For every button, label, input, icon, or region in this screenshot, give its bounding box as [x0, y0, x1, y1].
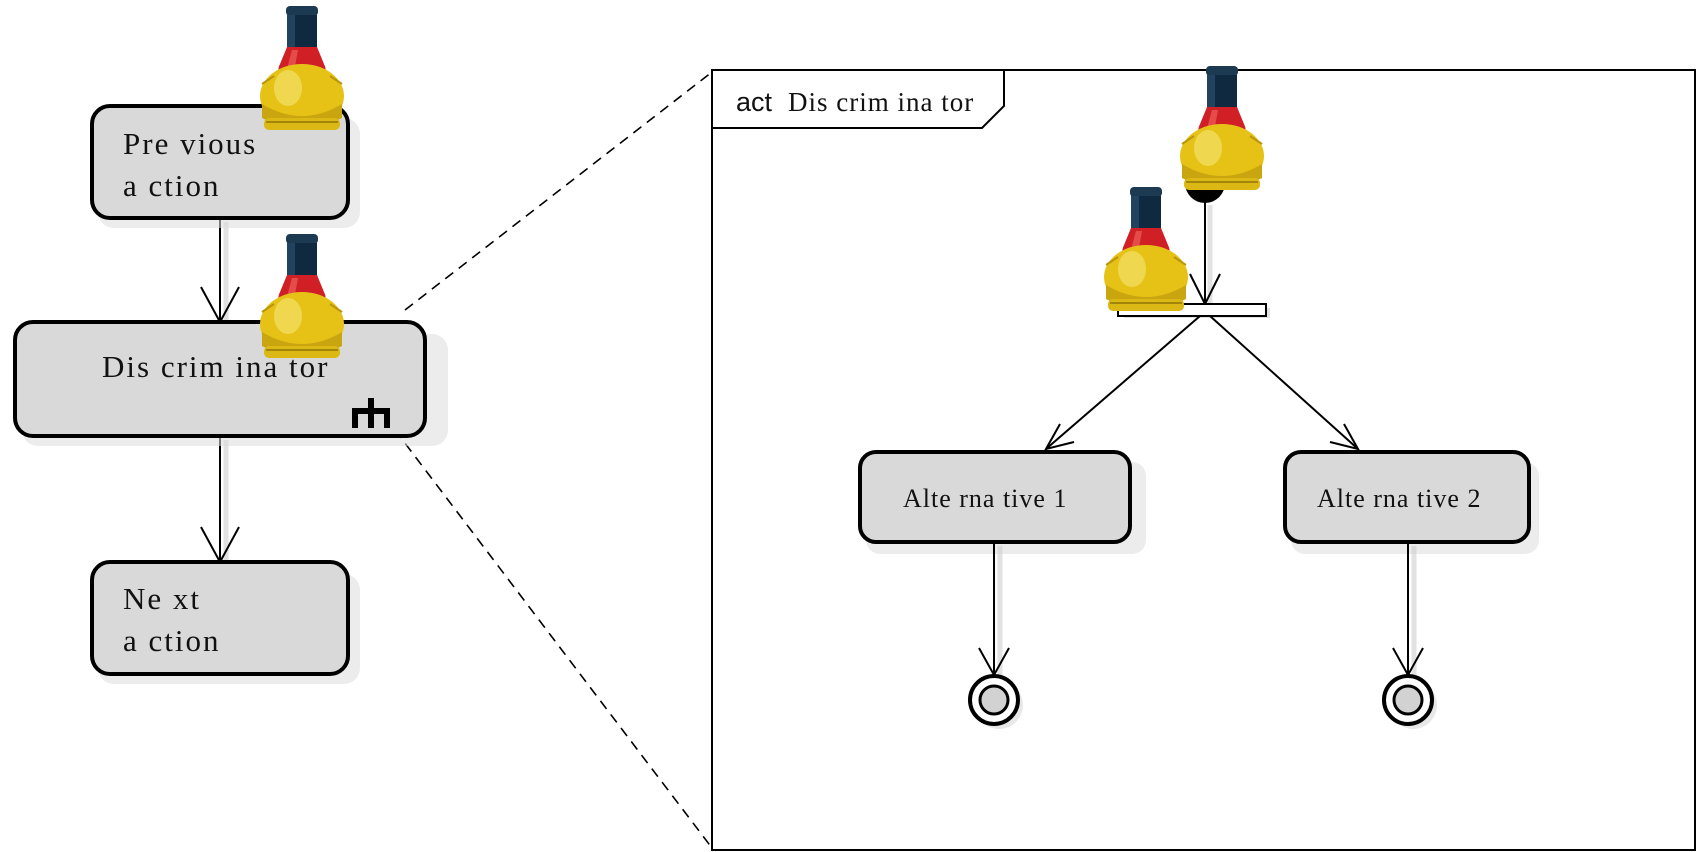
- next-action-label-line2: a ction: [123, 623, 221, 658]
- arrowhead: [1043, 423, 1075, 451]
- previous-action-label-line2: a ction: [123, 168, 221, 203]
- previous-action-label-line1: Pre vious: [123, 126, 257, 161]
- frame-kind-label: act: [736, 87, 773, 117]
- arrowhead: [1329, 423, 1361, 451]
- alternative-2-node[interactable]: Alte rna tive 2: [1283, 450, 1539, 554]
- edge-to-alternative-2: [1209, 315, 1359, 450]
- alternative-1-label: Alte rna tive 1: [903, 484, 1067, 513]
- bottle-icon: [259, 233, 345, 359]
- zoom-line-bottom: [394, 429, 713, 849]
- next-action-node[interactable]: Ne xt a ction: [90, 560, 360, 684]
- previous-action-node[interactable]: Pre vious a ction: [90, 104, 360, 228]
- alternative-2-label: Alte rna tive 2: [1317, 484, 1481, 513]
- bottle-icon: [259, 5, 345, 131]
- alternative-1-node[interactable]: Alte rna tive 1: [858, 450, 1146, 554]
- zoom-line-top: [404, 71, 713, 311]
- next-action-label-line1: Ne xt: [123, 581, 201, 616]
- activity-final-node-1: [968, 674, 1023, 729]
- call-behavior-fork-icon: [352, 398, 390, 428]
- edge-to-alternative-1: [1045, 315, 1201, 450]
- discriminator-action-node[interactable]: Dis crim ina tor: [13, 320, 448, 446]
- activity-final-node-2: [1382, 674, 1437, 729]
- frame-name-label: Dis crim ina tor: [788, 87, 974, 117]
- frame-heading-tab: [712, 70, 1005, 129]
